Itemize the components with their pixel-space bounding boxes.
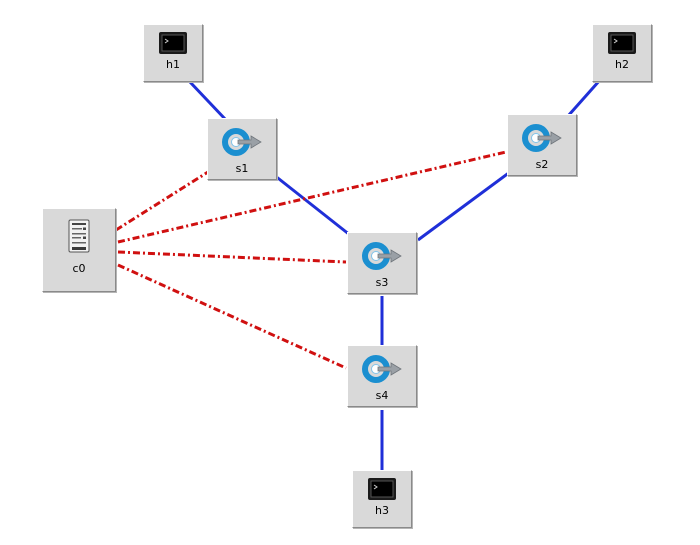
host-h1[interactable]: h1 — [143, 24, 203, 82]
switch-label: s2 — [535, 158, 549, 171]
switch-icon — [362, 355, 402, 383]
link-h1-s1[interactable] — [188, 80, 228, 122]
ctrl-link-c0-s2[interactable] — [117, 150, 507, 244]
switch-label: s3 — [375, 276, 389, 289]
host-label: h3 — [375, 504, 389, 517]
controller-label: c0 — [72, 262, 86, 275]
terminal-icon — [368, 478, 396, 500]
switch-s1[interactable]: s1 — [207, 118, 277, 180]
host-h2[interactable]: h2 — [592, 24, 652, 82]
ctrl-link-c0-s1[interactable] — [115, 170, 209, 232]
host-label: h2 — [615, 58, 629, 71]
host-label: h1 — [166, 58, 180, 71]
switch-label: s4 — [375, 389, 389, 402]
link-h2-s2[interactable] — [566, 79, 602, 117]
switch-icon — [522, 124, 562, 152]
ctrl-link-c0-s3[interactable] — [117, 250, 347, 264]
host-h3[interactable]: h3 — [352, 470, 412, 528]
data-links — [188, 79, 602, 472]
switch-icon — [222, 128, 262, 156]
controller-c0[interactable]: c0 — [42, 208, 116, 292]
terminal-icon — [159, 32, 187, 54]
switch-label: s1 — [235, 162, 249, 175]
control-links — [115, 150, 507, 370]
link-s2-s3[interactable] — [417, 170, 511, 242]
terminal-icon — [608, 32, 636, 54]
switch-s4[interactable]: s4 — [347, 345, 417, 407]
ctrl-link-c0-s4[interactable] — [117, 263, 347, 370]
server-icon — [68, 219, 90, 253]
switch-s3[interactable]: s3 — [347, 232, 417, 294]
switch-s2[interactable]: s2 — [507, 114, 577, 176]
switch-icon — [362, 242, 402, 270]
link-s1-s3[interactable] — [273, 173, 351, 237]
